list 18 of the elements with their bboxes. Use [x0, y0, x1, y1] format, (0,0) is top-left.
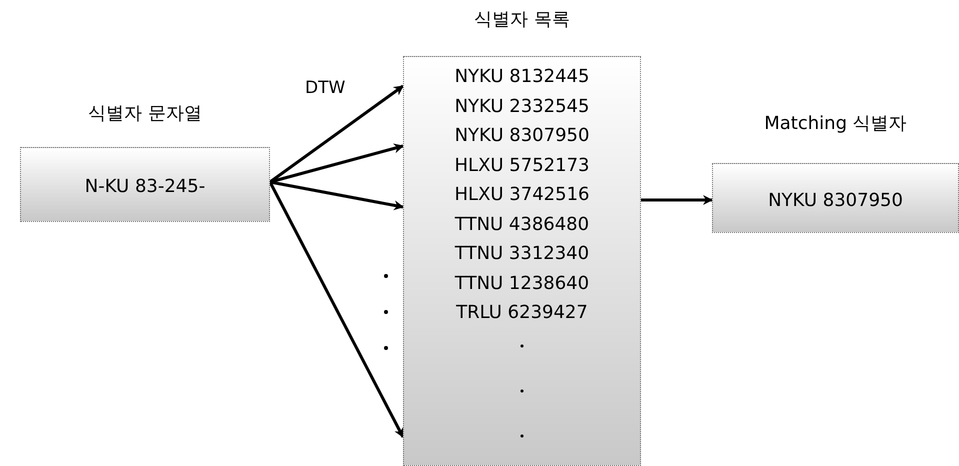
- identifier-text: NYKU 2332545: [454, 94, 590, 118]
- box-heading: 식별자 문자열: [87, 102, 203, 126]
- arrow: [641, 195, 713, 205]
- arrow: [269, 84, 404, 184]
- identifier-text: NYKU 8132445: [454, 65, 590, 89]
- identifier-text: TTNU 1238640: [454, 272, 590, 296]
- identifier-text: TTNU 3312340: [454, 242, 590, 266]
- arrow: [270, 180, 404, 210]
- identifier-text: TTNU 4386480: [454, 212, 590, 236]
- identifier-text: TRLU 6239427: [456, 301, 588, 325]
- identifier-text: NYKU 8307950: [768, 188, 903, 213]
- box-heading: 식별자 목록: [473, 8, 571, 32]
- identifier-text: N-KU 83-245-: [84, 175, 206, 200]
- identifier-text: NYKU 8307950: [454, 124, 590, 148]
- box-heading: Matching 식별자: [763, 112, 908, 136]
- identifier-text: HLXU 5752173: [454, 154, 590, 178]
- arrow: [268, 181, 404, 438]
- identifier-text: HLXU 3742516: [454, 183, 590, 207]
